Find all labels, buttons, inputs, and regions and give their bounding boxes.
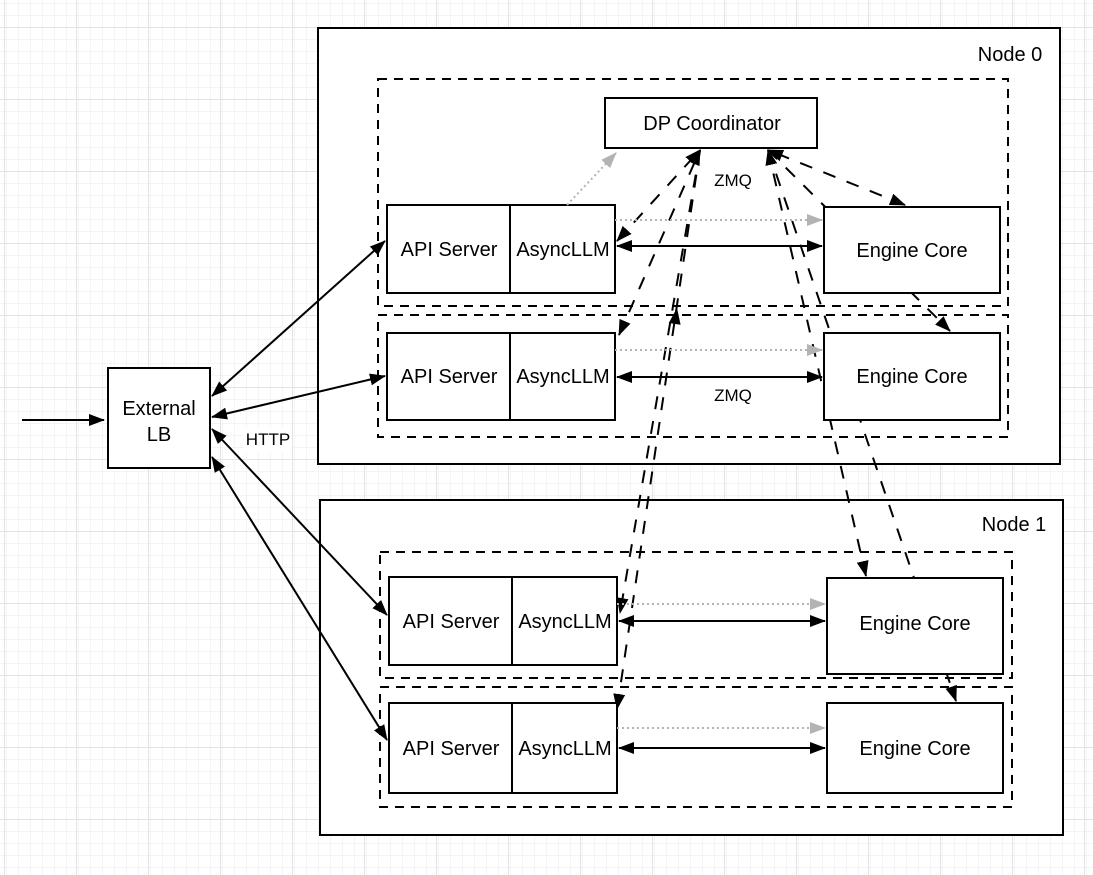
zmq-engine-edge-label: ZMQ [712,383,754,409]
external-lb-label-line1: External [122,398,196,420]
api-server-label-n1r1: API Server [402,738,500,760]
external-lb-label-line2: LB [146,424,172,446]
engine-core-box-n1r0 [826,577,1004,675]
engine-core-label-n0r0: Engine Core [856,240,968,262]
node1-label: Node 1 [981,514,1047,536]
api-asyncllm-box-n1r0 [388,576,618,666]
api-server-label-n1r0: API Server [402,611,500,633]
engine-core-box-n1r1 [826,702,1004,794]
asyncllm-label-n1r0: AsyncLLM [518,611,612,633]
asyncllm-label-n0r1: AsyncLLM [516,366,610,388]
external-lb-box [107,367,211,469]
api-asyncllm-box-n0r1 [386,332,616,421]
node1-rank0-group [379,551,1013,679]
engine-core-label-n0r1: Engine Core [856,366,968,388]
dp-coordinator-label: DP Coordinator [643,113,781,135]
asyncllm-label-n0r0: AsyncLLM [516,239,610,261]
engine-core-box-n0r0 [823,206,1001,294]
asyncllm-label-n1r1: AsyncLLM [518,738,612,760]
engine-core-box-n0r1 [823,332,1001,421]
dp-coordinator-box [604,97,818,149]
arrow-dotted-asyncllm-dp [566,152,617,206]
http-edge-label: HTTP [243,427,293,453]
arrow-zmq-dp-asyncllm-n1r1 [613,149,701,710]
api-asyncllm-box-n1r1 [388,702,618,794]
zmq-coordinator-edge-label: ZMQ [712,168,754,194]
node1-rank1-group [379,686,1013,808]
arrow-lb-api-n0r0 [211,240,386,397]
node0-label: Node 0 [977,44,1043,66]
api-server-label-n0r1: API Server [400,366,498,388]
arrow-lb-api-n0r1 [211,373,386,420]
api-server-label-n0r0: API Server [400,239,498,261]
api-asyncllm-box-n0r0 [386,204,616,294]
arrow-lb-api-n1r1 [211,456,388,741]
arrowhead-zmq-upward [668,308,681,325]
engine-core-label-n1r0: Engine Core [859,613,971,635]
engine-core-label-n1r1: Engine Core [859,738,971,760]
